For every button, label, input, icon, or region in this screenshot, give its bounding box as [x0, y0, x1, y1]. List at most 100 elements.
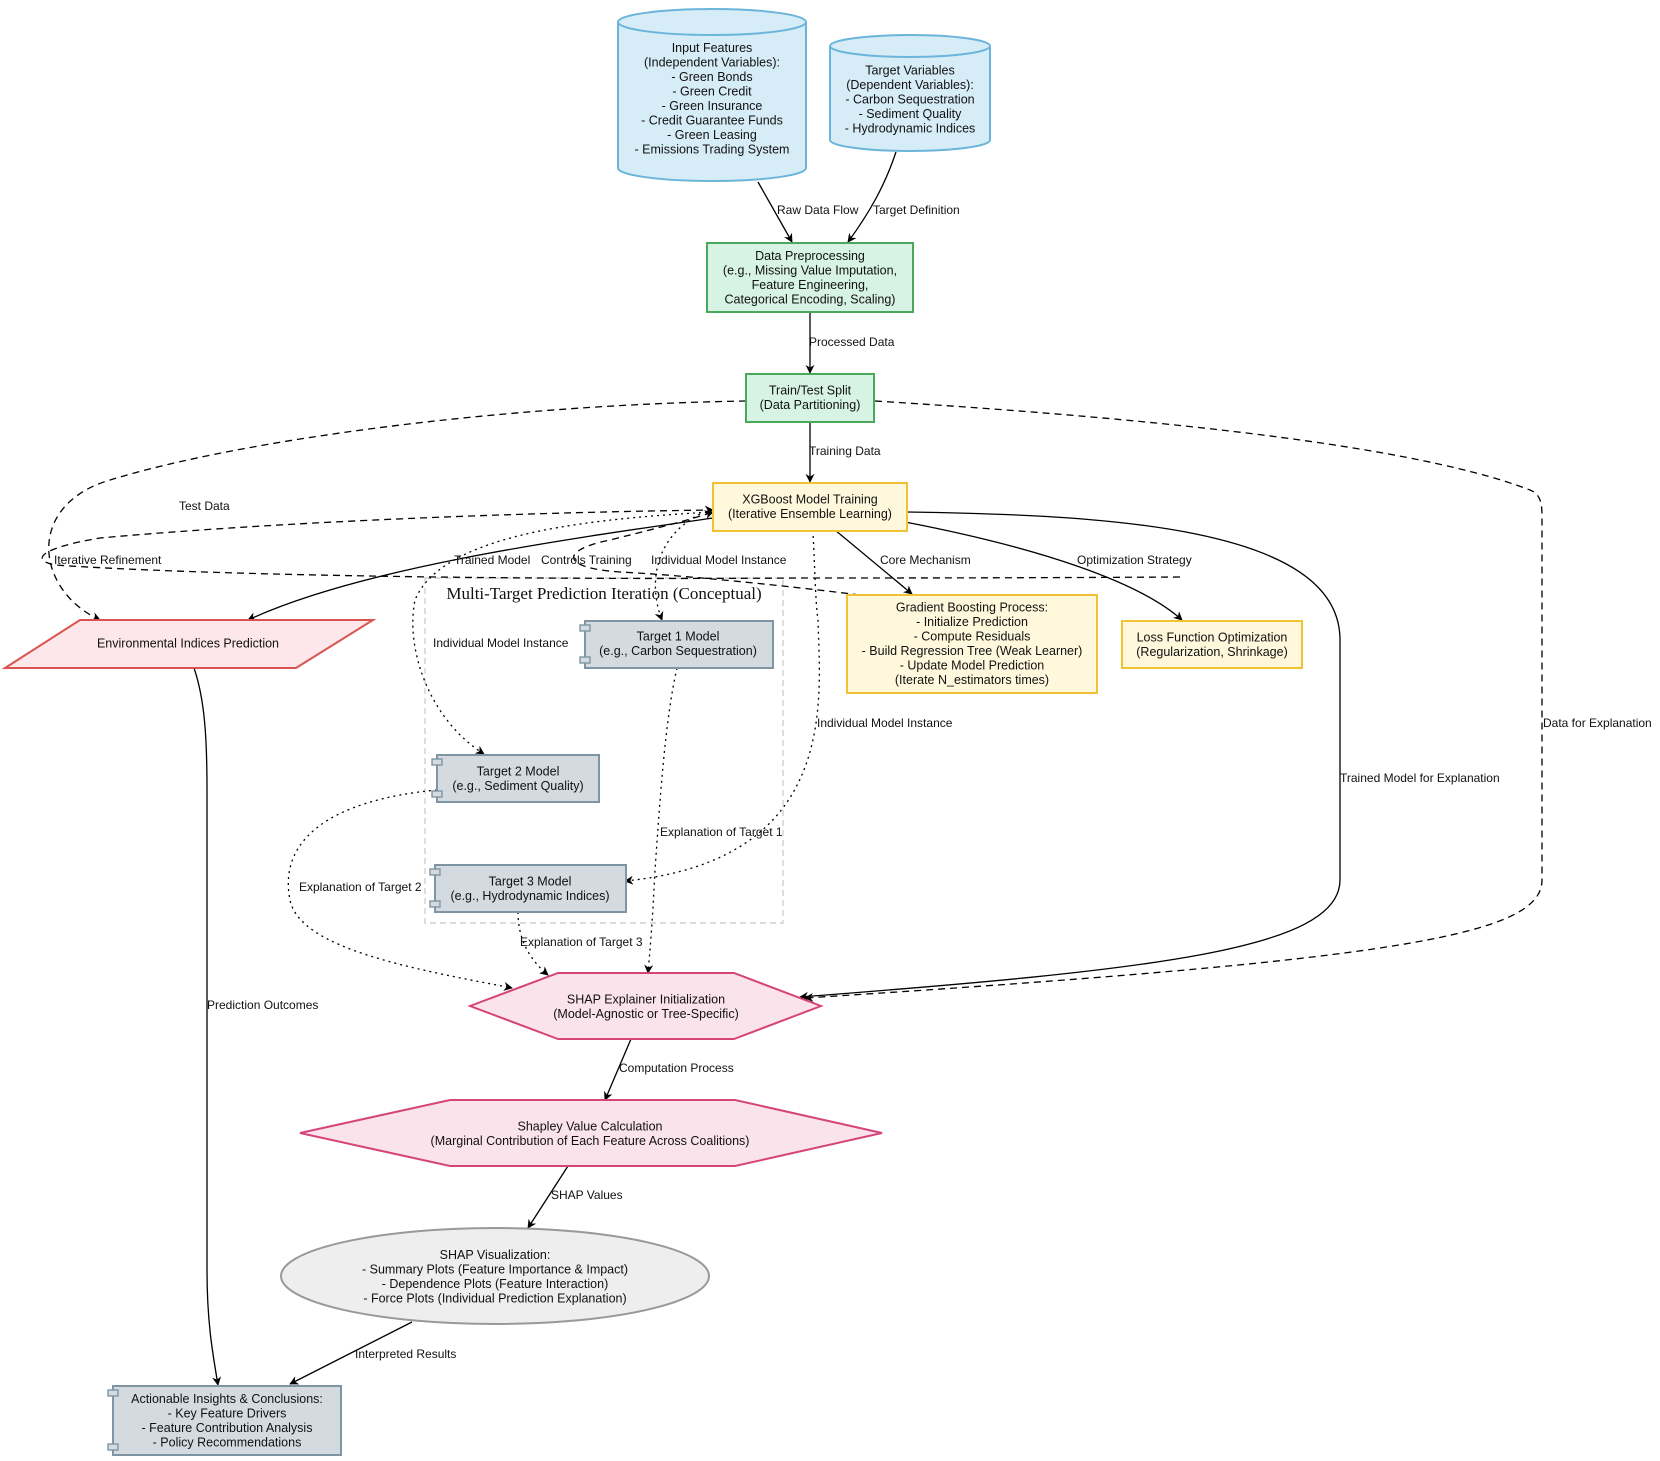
label-processed-data: Processed Data	[809, 335, 895, 349]
edge-individual-model-2	[412, 511, 714, 755]
edge-controls-training	[573, 510, 861, 596]
input-features-line: Input Features	[672, 41, 753, 55]
data-preprocessing-line: Categorical Encoding, Scaling)	[725, 292, 896, 306]
shap-explainer-node	[467, 972, 824, 1040]
target2-model-node	[431, 754, 600, 803]
target3-model-line: (e.g., Hydrodynamic Indices)	[450, 889, 609, 903]
edge-individual-model-3	[624, 517, 821, 885]
input-features-cylinder-top	[617, 8, 807, 36]
gradient-boosting-line: - Update Model Prediction	[900, 658, 1045, 672]
target3-tab-bottom	[429, 900, 441, 908]
xgboost-training-label: XGBoost Model Training(Iterative Ensembl…	[728, 492, 892, 521]
target2-tab-top	[431, 758, 443, 766]
input-features-line: - Emissions Trading System	[635, 142, 790, 156]
xgboost-training-line: XGBoost Model Training	[742, 492, 878, 506]
edge-explanation-target-3	[517, 911, 549, 976]
target-variables-cylinder-top	[829, 34, 991, 58]
actionable-insights-line: - Feature Contribution Analysis	[142, 1421, 313, 1435]
target1-tab-top	[579, 624, 591, 632]
target1-model-label: Target 1 Model(e.g., Carbon Sequestratio…	[599, 629, 757, 658]
shapley-calc-label: Shapley Value Calculation(Marginal Contr…	[431, 1119, 750, 1148]
label-controls-training: Controls Training	[541, 553, 632, 567]
edge-data-for-explanation	[804, 400, 1543, 1002]
train-test-split-label: Train/Test Split(Data Partitioning)	[760, 383, 861, 412]
label-data-for-explanation: Data for Explanation	[1543, 716, 1652, 730]
gradient-boosting-line: (Iterate N_estimators times)	[895, 673, 1049, 687]
loss-function-label: Loss Function Optimization(Regularizatio…	[1136, 630, 1287, 659]
shap-visualization-line: SHAP Visualization:	[440, 1248, 551, 1262]
label-interpreted-results: Interpreted Results	[355, 1347, 456, 1361]
actionable-insights-label: Actionable Insights & Conclusions:- Key …	[131, 1392, 323, 1450]
env-prediction-label: Environmental Indices Prediction	[97, 637, 279, 651]
target-variables-line: (Dependent Variables):	[846, 78, 974, 92]
edge-shap-values	[527, 1165, 569, 1229]
data-preprocessing-line: (e.g., Missing Value Imputation,	[723, 263, 897, 277]
label-explanation-target-3: Explanation of Target 3	[520, 935, 643, 949]
input-features-line: - Green Bonds	[671, 70, 752, 84]
input-features-line: - Green Leasing	[667, 128, 757, 142]
label-prediction-outcomes: Prediction Outcomes	[207, 998, 318, 1012]
actionable-insights-line: Actionable Insights & Conclusions:	[131, 1392, 323, 1406]
edge-labels: Raw Data Flow Target Definition Processe…	[54, 203, 1652, 1361]
target1-model-node	[579, 620, 774, 669]
input-features-label: Input Features(Independent Variables):- …	[635, 41, 790, 157]
train-test-split-line: Train/Test Split	[769, 383, 852, 397]
xgboost-training-node	[712, 482, 908, 532]
node-labels: Input Features(Independent Variables):- …	[97, 41, 1288, 1450]
shap-visualization-node	[280, 1227, 710, 1325]
target2-tab-bottom	[431, 790, 443, 798]
cluster-title: Multi-Target Prediction Iteration (Conce…	[446, 584, 761, 603]
target-variables-label: Target Variables(Dependent Variables):- …	[845, 64, 976, 136]
gradient-boosting-line: - Initialize Prediction	[916, 615, 1028, 629]
shapley-calc-node	[299, 1099, 883, 1167]
edge-computation-process	[604, 1038, 632, 1101]
target-variables-line: - Hydrodynamic Indices	[845, 122, 976, 136]
edge-iterative-refinement	[41, 505, 1181, 580]
label-explanation-target-1: Explanation of Target 1	[660, 825, 783, 839]
gradient-boosting-label: Gradient Boosting Process:- Initialize P…	[862, 600, 1083, 687]
target2-model-line: (e.g., Sediment Quality)	[452, 779, 583, 793]
train-test-split-node	[745, 373, 875, 423]
target3-tab-top	[429, 868, 441, 876]
shap-explainer-line: (Model-Agnostic or Tree-Specific)	[553, 1007, 738, 1021]
label-individual-model-1: Individual Model Instance	[651, 553, 787, 567]
target3-model-label: Target 3 Model(e.g., Hydrodynamic Indice…	[450, 874, 609, 903]
target-variables-line: - Sediment Quality	[859, 107, 963, 121]
edge-target-definition	[847, 151, 897, 243]
edge-core-mechanism	[834, 529, 913, 595]
target1-model-line: Target 1 Model	[637, 629, 720, 643]
label-target-definition: Target Definition	[873, 203, 960, 217]
insights-tab-bottom	[107, 1443, 119, 1451]
input-features-line: - Green Credit	[672, 84, 752, 98]
label-core-mechanism: Core Mechanism	[880, 553, 971, 567]
shap-explainer-line: SHAP Explainer Initialization	[567, 992, 725, 1006]
shap-visualization-label: SHAP Visualization:- Summary Plots (Feat…	[362, 1248, 628, 1306]
edge-prediction-outcomes	[193, 667, 222, 1386]
target1-model-line: (e.g., Carbon Sequestration)	[599, 644, 757, 658]
edge-interpreted-results	[289, 1321, 413, 1385]
data-preprocessing-node	[706, 242, 914, 313]
target3-model-line: Target 3 Model	[489, 874, 572, 888]
input-features-cylinder-body	[617, 22, 807, 182]
shap-visualization-line: - Summary Plots (Feature Importance & Im…	[362, 1262, 628, 1276]
loss-function-line: (Regularization, Shrinkage)	[1136, 645, 1287, 659]
loss-function-node	[1121, 620, 1303, 669]
xgboost-training-line: (Iterative Ensemble Learning)	[728, 507, 892, 521]
label-trained-model-for-explanation: Trained Model for Explanation	[1340, 771, 1500, 785]
label-individual-model-2: Individual Model Instance	[433, 636, 569, 650]
target2-model-line: Target 2 Model	[477, 764, 560, 778]
target-variables-line: - Carbon Sequestration	[845, 93, 974, 107]
shap-visualization-line: - Dependence Plots (Feature Interaction)	[382, 1277, 609, 1291]
shapley-calc-line: Shapley Value Calculation	[517, 1119, 662, 1133]
shap-visualization-line: - Force Plots (Individual Prediction Exp…	[363, 1291, 626, 1305]
label-iterative-refinement: Iterative Refinement	[54, 553, 162, 567]
label-individual-model-3: Individual Model Instance	[817, 716, 953, 730]
edges	[41, 151, 1543, 1386]
label-raw-data-flow: Raw Data Flow	[777, 203, 859, 217]
target-variables-cylinder-body	[829, 46, 991, 152]
edge-trained-model	[247, 517, 714, 621]
data-preprocessing-line: Data Preprocessing	[755, 249, 865, 263]
edge-raw-data-flow	[757, 181, 793, 243]
input-features-node	[617, 8, 807, 182]
